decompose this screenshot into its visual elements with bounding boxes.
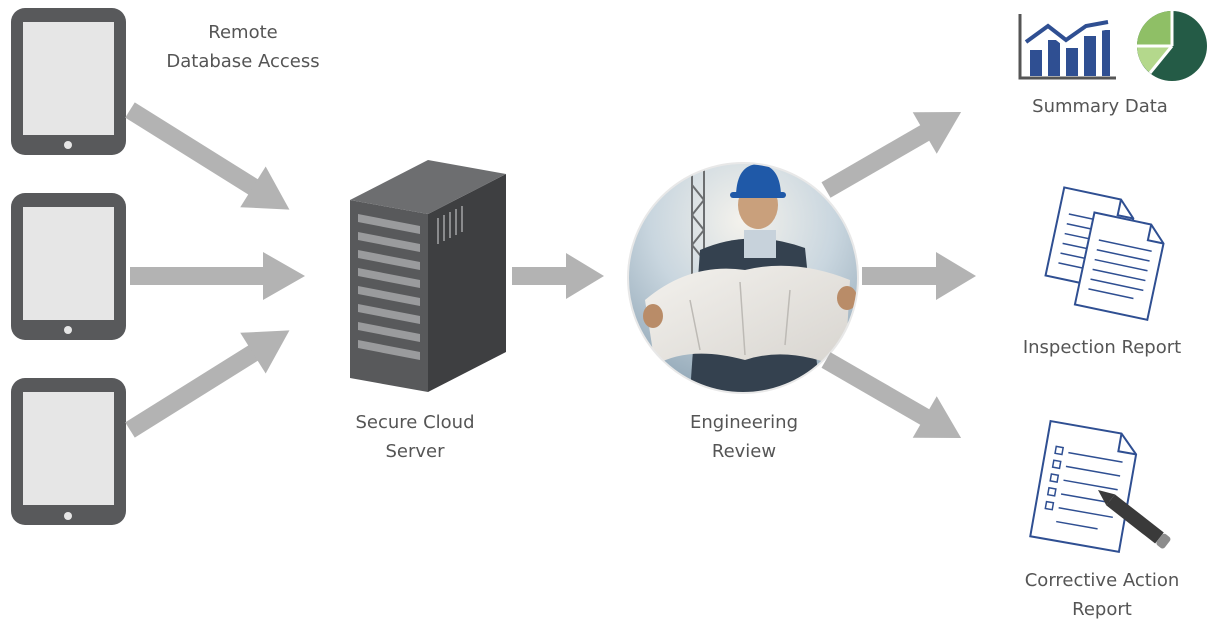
corrective-action-line-1: Corrective Action bbox=[1024, 570, 1180, 591]
engineering-review-line-2: Review bbox=[711, 441, 777, 462]
inspection-report-label: Inspection Report bbox=[1000, 333, 1204, 362]
cloud-server-line-1: Secure Cloud bbox=[355, 412, 475, 433]
remote-access-line-1: Remote bbox=[208, 22, 278, 43]
arrows-to-outputs bbox=[821, 112, 976, 438]
summary-data-text: Summary Data bbox=[1032, 96, 1168, 117]
documents-icon bbox=[1044, 186, 1165, 321]
photo-frame bbox=[627, 162, 859, 394]
inspection-report-text: Inspection Report bbox=[1022, 337, 1182, 358]
tablet-icon-top bbox=[11, 8, 126, 155]
remote-access-line-2: Database Access bbox=[166, 51, 320, 72]
corrective-action-label: Corrective Action Report bbox=[1004, 566, 1200, 624]
checklist-pencil-icon bbox=[1029, 419, 1171, 554]
server-icon bbox=[350, 160, 506, 392]
arrow-icon bbox=[821, 112, 962, 198]
engineer-photo bbox=[628, 163, 858, 393]
engineering-review-label: Engineering Review bbox=[660, 408, 828, 466]
remote-access-label: Remote Database Access bbox=[150, 18, 336, 76]
corrective-action-line-2: Report bbox=[1072, 599, 1132, 620]
engineering-review-line-1: Engineering bbox=[690, 412, 798, 433]
summary-data-label: Summary Data bbox=[1010, 92, 1190, 121]
arrow-icon bbox=[125, 330, 290, 438]
tablet-icon-bottom bbox=[11, 378, 126, 525]
cloud-server-line-2: Server bbox=[385, 441, 445, 462]
tablet-icon-middle bbox=[11, 193, 126, 340]
arrow-icon bbox=[821, 352, 962, 438]
cloud-server-label: Secure Cloud Server bbox=[330, 408, 500, 466]
pie-chart-icon bbox=[1137, 11, 1207, 81]
arrow-icon bbox=[862, 252, 976, 300]
arrows-to-server bbox=[125, 102, 305, 438]
bar-line-chart-icon bbox=[1018, 14, 1116, 80]
arrow-icon bbox=[512, 253, 604, 299]
arrow-to-review bbox=[512, 253, 604, 299]
arrow-icon bbox=[125, 102, 290, 210]
arrow-icon bbox=[130, 252, 305, 300]
